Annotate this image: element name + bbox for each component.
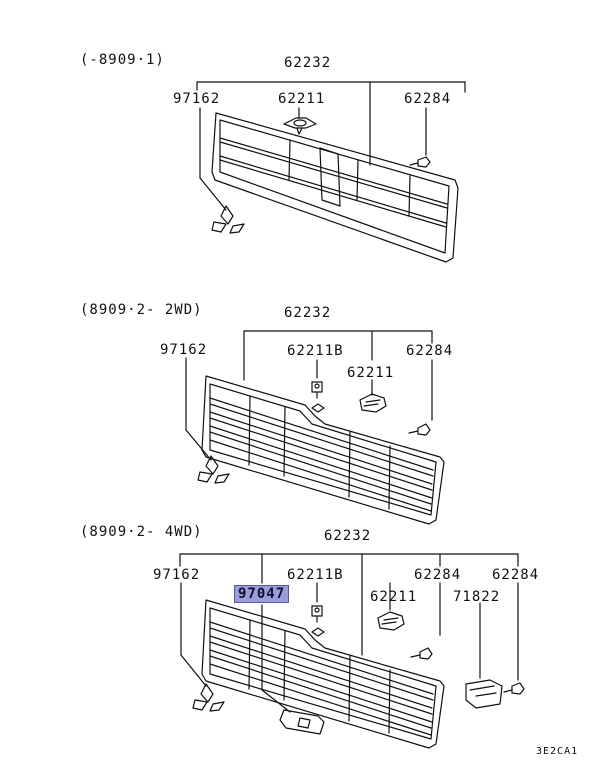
part-number-62232: 62232 [284,305,332,321]
screw-62284-icon [410,647,433,660]
part-number-62211B: 62211B [287,567,344,583]
clip-62211-icon [283,117,317,135]
part-number-62211: 62211 [370,589,418,605]
diagram-code: 3E2CA1 [536,746,579,757]
part-number-62232: 62232 [284,55,332,71]
part-number-62232: 62232 [324,528,372,544]
part-number-62211: 62211 [278,91,326,107]
clip-62211-icon [377,611,405,631]
part-number-62284: 62284 [414,567,462,583]
grille-4wd-drawing [201,599,445,749]
bracket-71822-icon [465,679,503,709]
section-2-header: (8909·2- 2WD) [80,302,203,318]
part-number-62284: 62284 [492,567,540,583]
screw-62284-icon [409,156,431,168]
emblem-97162-icon [211,205,245,234]
screw-62284-icon [408,423,431,436]
clip-62211B-icon [311,381,323,399]
part-number-71822: 71822 [453,589,501,605]
grille-upper-callouts [196,81,466,211]
part-number-97162: 97162 [173,91,221,107]
emblem-4wd-97047-icon [279,709,325,735]
emblem-97162-icon [197,455,230,484]
section-1-header: (-8909·1) [80,52,165,68]
highlighted-part-number-97047[interactable]: 97047 [234,585,290,603]
grille-4wd-callouts [179,553,519,713]
part-number-62211B: 62211B [287,343,344,359]
emblem-97162-icon [192,683,225,712]
clip-62211-icon [359,393,387,413]
screw-62284-icon [503,682,525,695]
section-3-header: (8909·2- 4WD) [80,524,203,540]
part-number-97162: 97162 [160,342,208,358]
part-number-62284: 62284 [406,343,454,359]
grille-2wd-drawing [201,375,445,525]
grille-2wd-callouts [185,330,433,461]
part-number-62284: 62284 [404,91,452,107]
part-number-62211: 62211 [347,365,395,381]
part-number-97162: 97162 [153,567,201,583]
grille-upper-drawing [211,112,459,263]
clip-62211B-icon [311,605,323,623]
